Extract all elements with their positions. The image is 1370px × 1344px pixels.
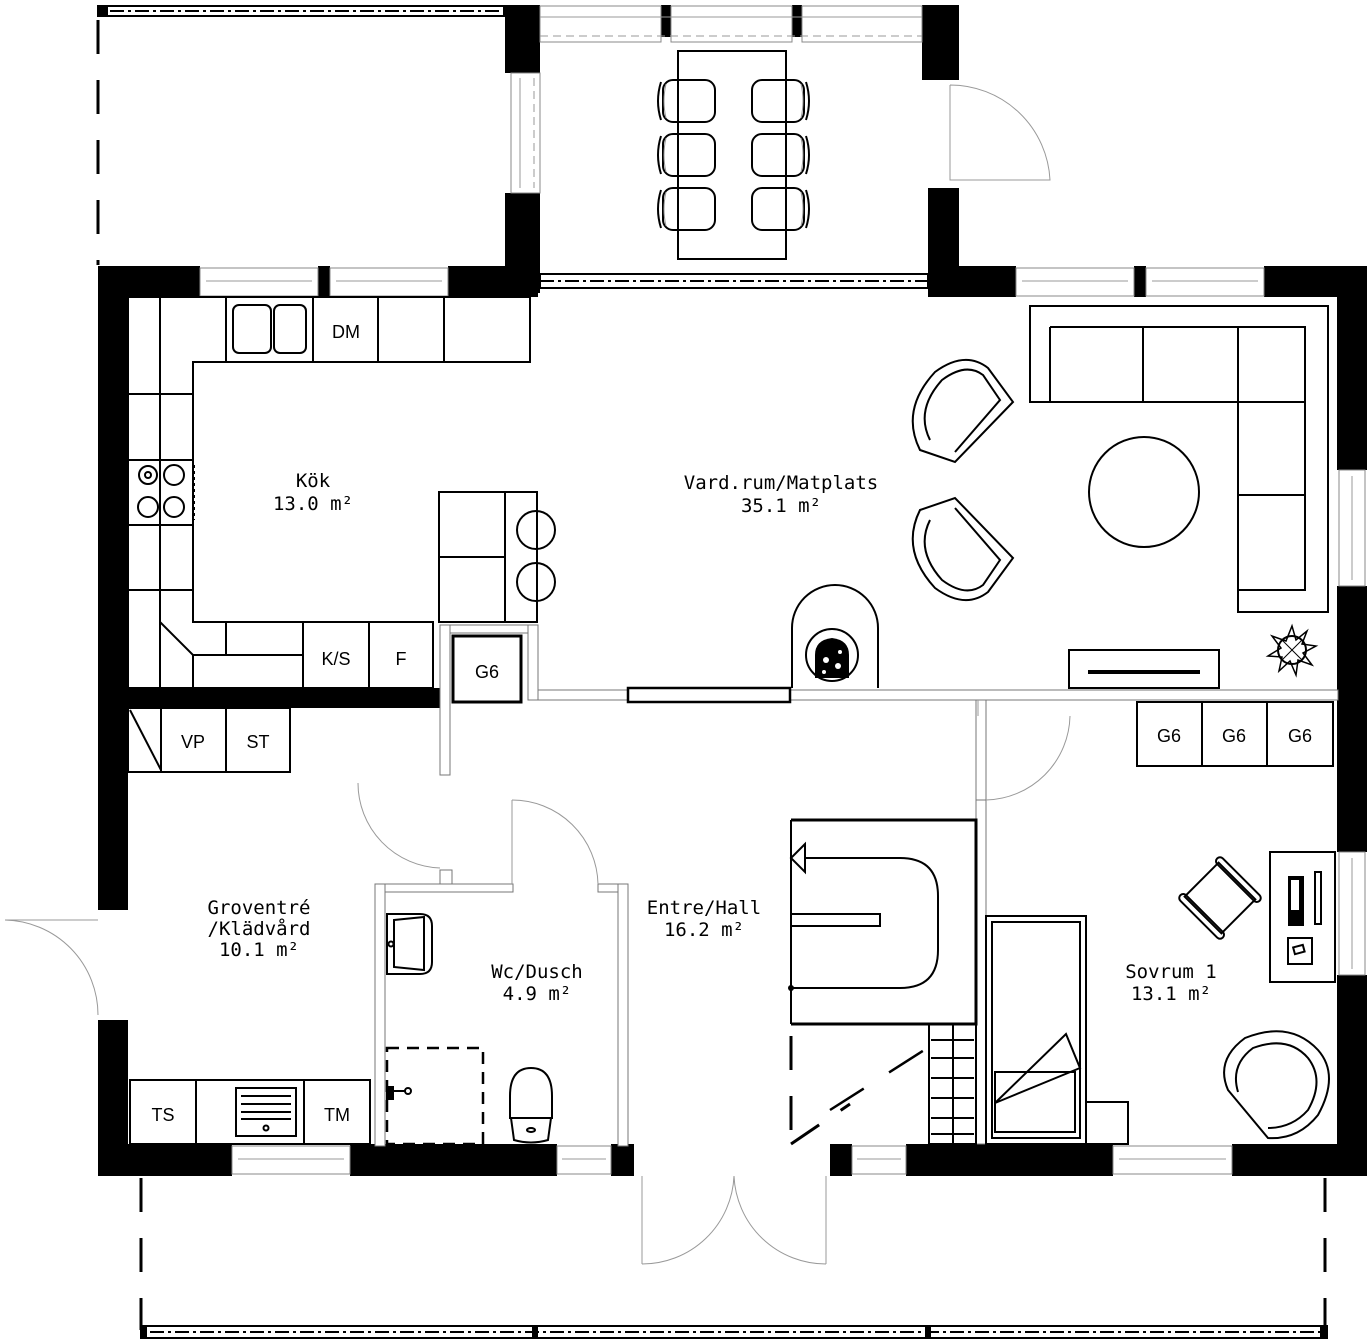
svg-text:Vard.rum/Matplats: Vard.rum/Matplats	[684, 472, 878, 494]
stove-icon	[137, 464, 195, 520]
storage-label: ST	[246, 732, 269, 752]
room-label-sovrum: Sovrum 1 13.1 m²	[1125, 961, 1217, 1005]
bed-icon	[985, 915, 1129, 1145]
dishwasher-label: DM	[332, 322, 360, 342]
washbasin-icon	[386, 913, 433, 975]
windows	[199, 267, 1366, 1175]
toilet-icon	[509, 1066, 553, 1144]
wardrobe-kitchen-label: G6	[475, 662, 499, 682]
coffee-table	[1088, 436, 1200, 548]
svg-text:Kök: Kök	[296, 470, 331, 492]
wardrobe-bedroom-label: G6	[1222, 726, 1246, 746]
svg-text:13.1 m²: 13.1 m²	[1131, 983, 1211, 1005]
svg-text:4.9 m²: 4.9 m²	[503, 983, 572, 1005]
shoe-rack	[928, 1023, 977, 1145]
svg-text:10.1 m²: 10.1 m²	[219, 939, 299, 961]
wardrobe-kitchen	[451, 634, 523, 704]
svg-text:Sovrum 1: Sovrum 1	[1125, 961, 1217, 983]
room-label-groventre: Groventré /Klädvård 10.1 m²	[208, 897, 311, 961]
kitchen-island	[438, 491, 556, 623]
svg-text:Wc/Dusch: Wc/Dusch	[491, 961, 583, 983]
armchair	[911, 496, 1015, 601]
heat-pump-label: VP	[181, 732, 205, 752]
wardrobe-bedroom-label: G6	[1157, 726, 1181, 746]
room-label-kok: Kök 13.0 m²	[273, 470, 353, 515]
room-label-hall: Entre/Hall 16.2 m²	[647, 897, 761, 941]
tv-bench	[1068, 649, 1220, 689]
svg-text:/Klädvård: /Klädvård	[208, 917, 311, 940]
heatpump-storage	[127, 707, 291, 773]
stair-wardrobe	[788, 818, 978, 1146]
room-label-wc: Wc/Dusch 4.9 m²	[491, 961, 583, 1005]
room-label-vardrum: Vard.rum/Matplats 35.1 m²	[684, 472, 878, 517]
kitchen-counters	[127, 296, 531, 689]
svg-text:Entre/Hall: Entre/Hall	[647, 897, 761, 919]
svg-text:Groventré: Groventré	[208, 897, 311, 919]
interior-walls	[128, 624, 1339, 1147]
plant-icon	[1265, 623, 1319, 678]
fireplace-icon	[791, 584, 879, 688]
armchair	[911, 359, 1015, 464]
doors	[4, 700, 1071, 1265]
shower-area	[385, 1046, 485, 1146]
freezer-label: F	[396, 649, 407, 669]
bedroom-wardrobes	[1136, 701, 1334, 767]
shower-mixer	[386, 1086, 412, 1100]
sink-icon	[232, 304, 307, 354]
sofa	[1029, 305, 1329, 613]
wardrobe-bedroom-label: G6	[1288, 726, 1312, 746]
washer-label: TM	[324, 1105, 350, 1125]
exterior-walls	[98, 266, 1367, 1176]
svg-text:35.1 m²: 35.1 m²	[741, 495, 821, 517]
svg-text:13.0 m²: 13.0 m²	[273, 493, 353, 515]
dining-annex	[505, 5, 1051, 296]
dryer-label: TS	[151, 1105, 174, 1125]
desk-chair	[1178, 856, 1262, 940]
desk-icon	[1269, 851, 1336, 983]
svg-text:16.2 m²: 16.2 m²	[664, 919, 744, 941]
armchair	[1223, 1030, 1330, 1140]
dining-chairs	[657, 79, 810, 231]
porch-top-left	[96, 5, 505, 265]
laundry-counter	[129, 1079, 371, 1145]
fridge-freezer-label: K/S	[321, 649, 350, 669]
porch-bottom	[139, 1178, 1328, 1339]
